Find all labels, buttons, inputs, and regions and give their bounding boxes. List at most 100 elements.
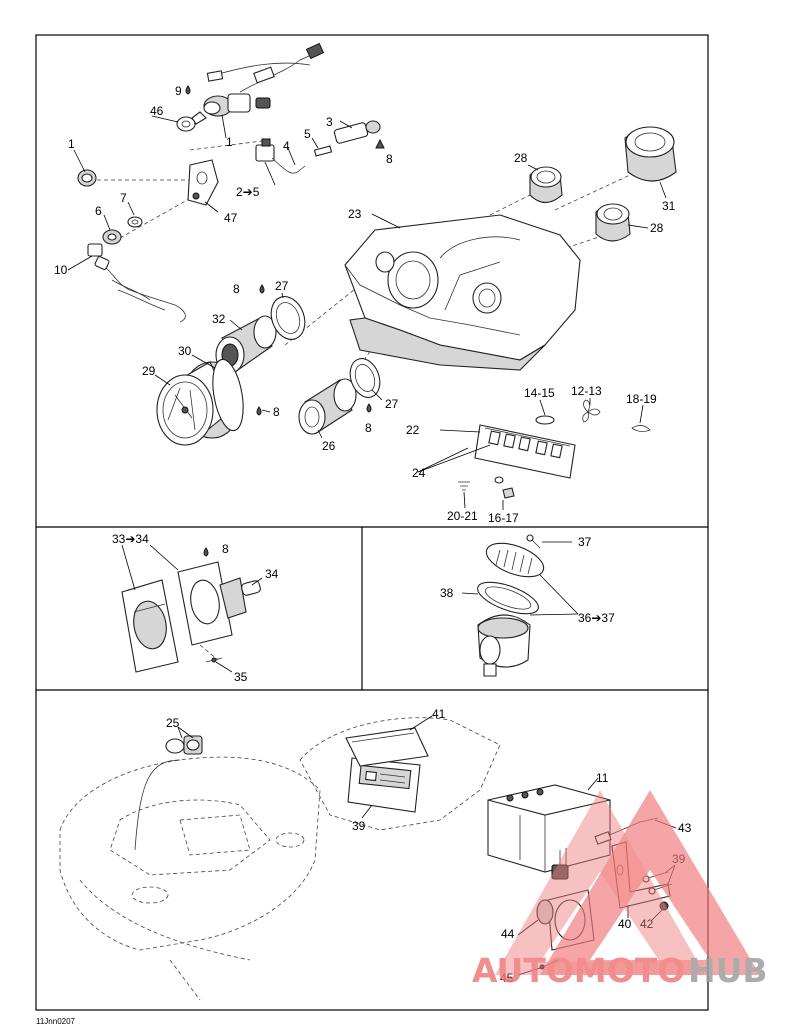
callout-8a: 8 bbox=[386, 152, 393, 166]
mount-ring-30 bbox=[212, 358, 244, 432]
panel-dashboard: 1 1 2➔5 3 4 5 6 7 8 8 8 8 8 9 10 46 47 2… bbox=[54, 42, 677, 556]
callout-45: 45 bbox=[500, 971, 514, 985]
callout-7: 7 bbox=[120, 191, 127, 205]
gauge-bezel-33 bbox=[121, 579, 179, 673]
callout-41: 41 bbox=[432, 707, 446, 721]
bracket-47 bbox=[187, 159, 219, 206]
washer-46 bbox=[176, 116, 196, 132]
nut-42 bbox=[659, 901, 669, 911]
bulb-20-21 bbox=[458, 481, 470, 491]
callout-34: 34 bbox=[265, 567, 279, 581]
callout-35: 35 bbox=[234, 670, 248, 684]
gasket-27-bottom bbox=[349, 358, 381, 398]
gasket-27-top bbox=[270, 296, 306, 340]
drawing-code: 11Jnn0207 bbox=[36, 1017, 76, 1026]
callout-24: 24 bbox=[412, 466, 426, 480]
callout-18-19: 18-19 bbox=[626, 392, 657, 406]
callout-38: 38 bbox=[440, 586, 454, 600]
callout-28a: 28 bbox=[514, 151, 528, 165]
gauge-34 bbox=[241, 580, 261, 596]
callout-27b: 27 bbox=[385, 397, 399, 411]
dash-outline-radio bbox=[299, 717, 501, 831]
switch-panel-22 bbox=[474, 424, 576, 479]
callout-20-21: 20-21 bbox=[447, 509, 478, 523]
callout-11: 11 bbox=[596, 771, 609, 785]
panel-gauge-mount: 33➔34 34 35 bbox=[112, 532, 279, 684]
callout-32: 32 bbox=[212, 312, 226, 326]
gasket-38 bbox=[477, 581, 539, 615]
radio-cover-41 bbox=[345, 727, 429, 767]
control-box-11 bbox=[487, 784, 611, 873]
adhesive-drop-icon bbox=[185, 85, 191, 95]
callout-22: 22 bbox=[406, 423, 420, 437]
callout-29: 29 bbox=[142, 364, 156, 378]
watermark-triangle-icon bbox=[540, 790, 760, 975]
callout-30: 30 bbox=[178, 344, 192, 358]
grommet-6 bbox=[102, 229, 122, 245]
callout-8b: 8 bbox=[233, 282, 240, 296]
grommet-1 bbox=[77, 169, 97, 187]
callout-33-34: 33➔34 bbox=[112, 532, 149, 546]
callout-27a: 27 bbox=[275, 279, 289, 293]
gauge-housing bbox=[177, 561, 247, 646]
vent-housing bbox=[477, 614, 531, 677]
callout-10: 10 bbox=[54, 263, 68, 277]
callout-28b: 28 bbox=[650, 221, 664, 235]
callout-14-15: 14-15 bbox=[524, 386, 555, 400]
callout-5: 5 bbox=[304, 127, 311, 141]
leader-lines bbox=[67, 114, 667, 510]
callout-36-37: 36➔37 bbox=[578, 611, 615, 625]
callout-40: 40 bbox=[618, 917, 632, 931]
clip-18-19 bbox=[631, 425, 651, 432]
gauge-nut-31 bbox=[624, 126, 677, 182]
callout-23: 23 bbox=[348, 207, 362, 221]
switch-2-5 bbox=[255, 138, 306, 174]
ignition-switch bbox=[191, 42, 325, 125]
body-outline bbox=[59, 756, 321, 1001]
callout-42: 42 bbox=[640, 917, 654, 931]
callout-25: 25 bbox=[166, 716, 180, 730]
callout-37: 37 bbox=[578, 535, 592, 549]
callout-6: 6 bbox=[95, 204, 102, 218]
adhesive-drop-icon bbox=[256, 406, 262, 416]
callout-31: 31 bbox=[662, 199, 676, 213]
socket-16-17 bbox=[494, 476, 515, 499]
screw-35 bbox=[205, 657, 223, 663]
adhesive-drop-icon bbox=[259, 284, 265, 294]
fan-12-13 bbox=[582, 399, 601, 423]
callout-8c: 8 bbox=[273, 405, 280, 419]
callout-12-13: 12-13 bbox=[571, 384, 602, 398]
callout-8d: 8 bbox=[365, 421, 372, 435]
diagram-frame bbox=[35, 34, 709, 1011]
cable-10 bbox=[87, 243, 186, 323]
indicator-14-15 bbox=[535, 415, 555, 425]
adhesive-drop-icon bbox=[203, 547, 209, 557]
callout-1b: 1 bbox=[226, 135, 233, 149]
callout-44: 44 bbox=[501, 927, 515, 941]
callout-8e: 8 bbox=[222, 542, 229, 556]
gauge-26 bbox=[298, 378, 357, 435]
connector-3-5 bbox=[313, 120, 385, 157]
screw-37 bbox=[526, 534, 541, 549]
gauge-nut-28-top bbox=[529, 166, 563, 204]
callout-3: 3 bbox=[326, 115, 333, 129]
adhesive-drop-icon bbox=[366, 403, 372, 413]
vent-grille bbox=[485, 542, 545, 578]
radio-39 bbox=[347, 757, 421, 813]
connector-small bbox=[551, 848, 569, 880]
callout-1: 1 bbox=[68, 137, 75, 151]
watermark-text-automoto: AUTOMOTO bbox=[472, 951, 685, 990]
callout-26: 26 bbox=[322, 439, 336, 453]
callout-4: 4 bbox=[283, 139, 290, 153]
gauge-nut-28-right bbox=[595, 203, 631, 242]
callout-2-5: 2➔5 bbox=[236, 185, 260, 199]
callout-43: 43 bbox=[678, 821, 692, 835]
console-bezel-23 bbox=[344, 214, 581, 371]
ring-7 bbox=[127, 216, 143, 228]
callout-47: 47 bbox=[224, 211, 238, 225]
panel-vent: 37 38 36➔37 bbox=[440, 534, 615, 677]
callout-39a: 39 bbox=[352, 819, 366, 833]
watermark-text-hub: HUB bbox=[688, 951, 768, 990]
callout-16-17: 16-17 bbox=[488, 511, 519, 525]
